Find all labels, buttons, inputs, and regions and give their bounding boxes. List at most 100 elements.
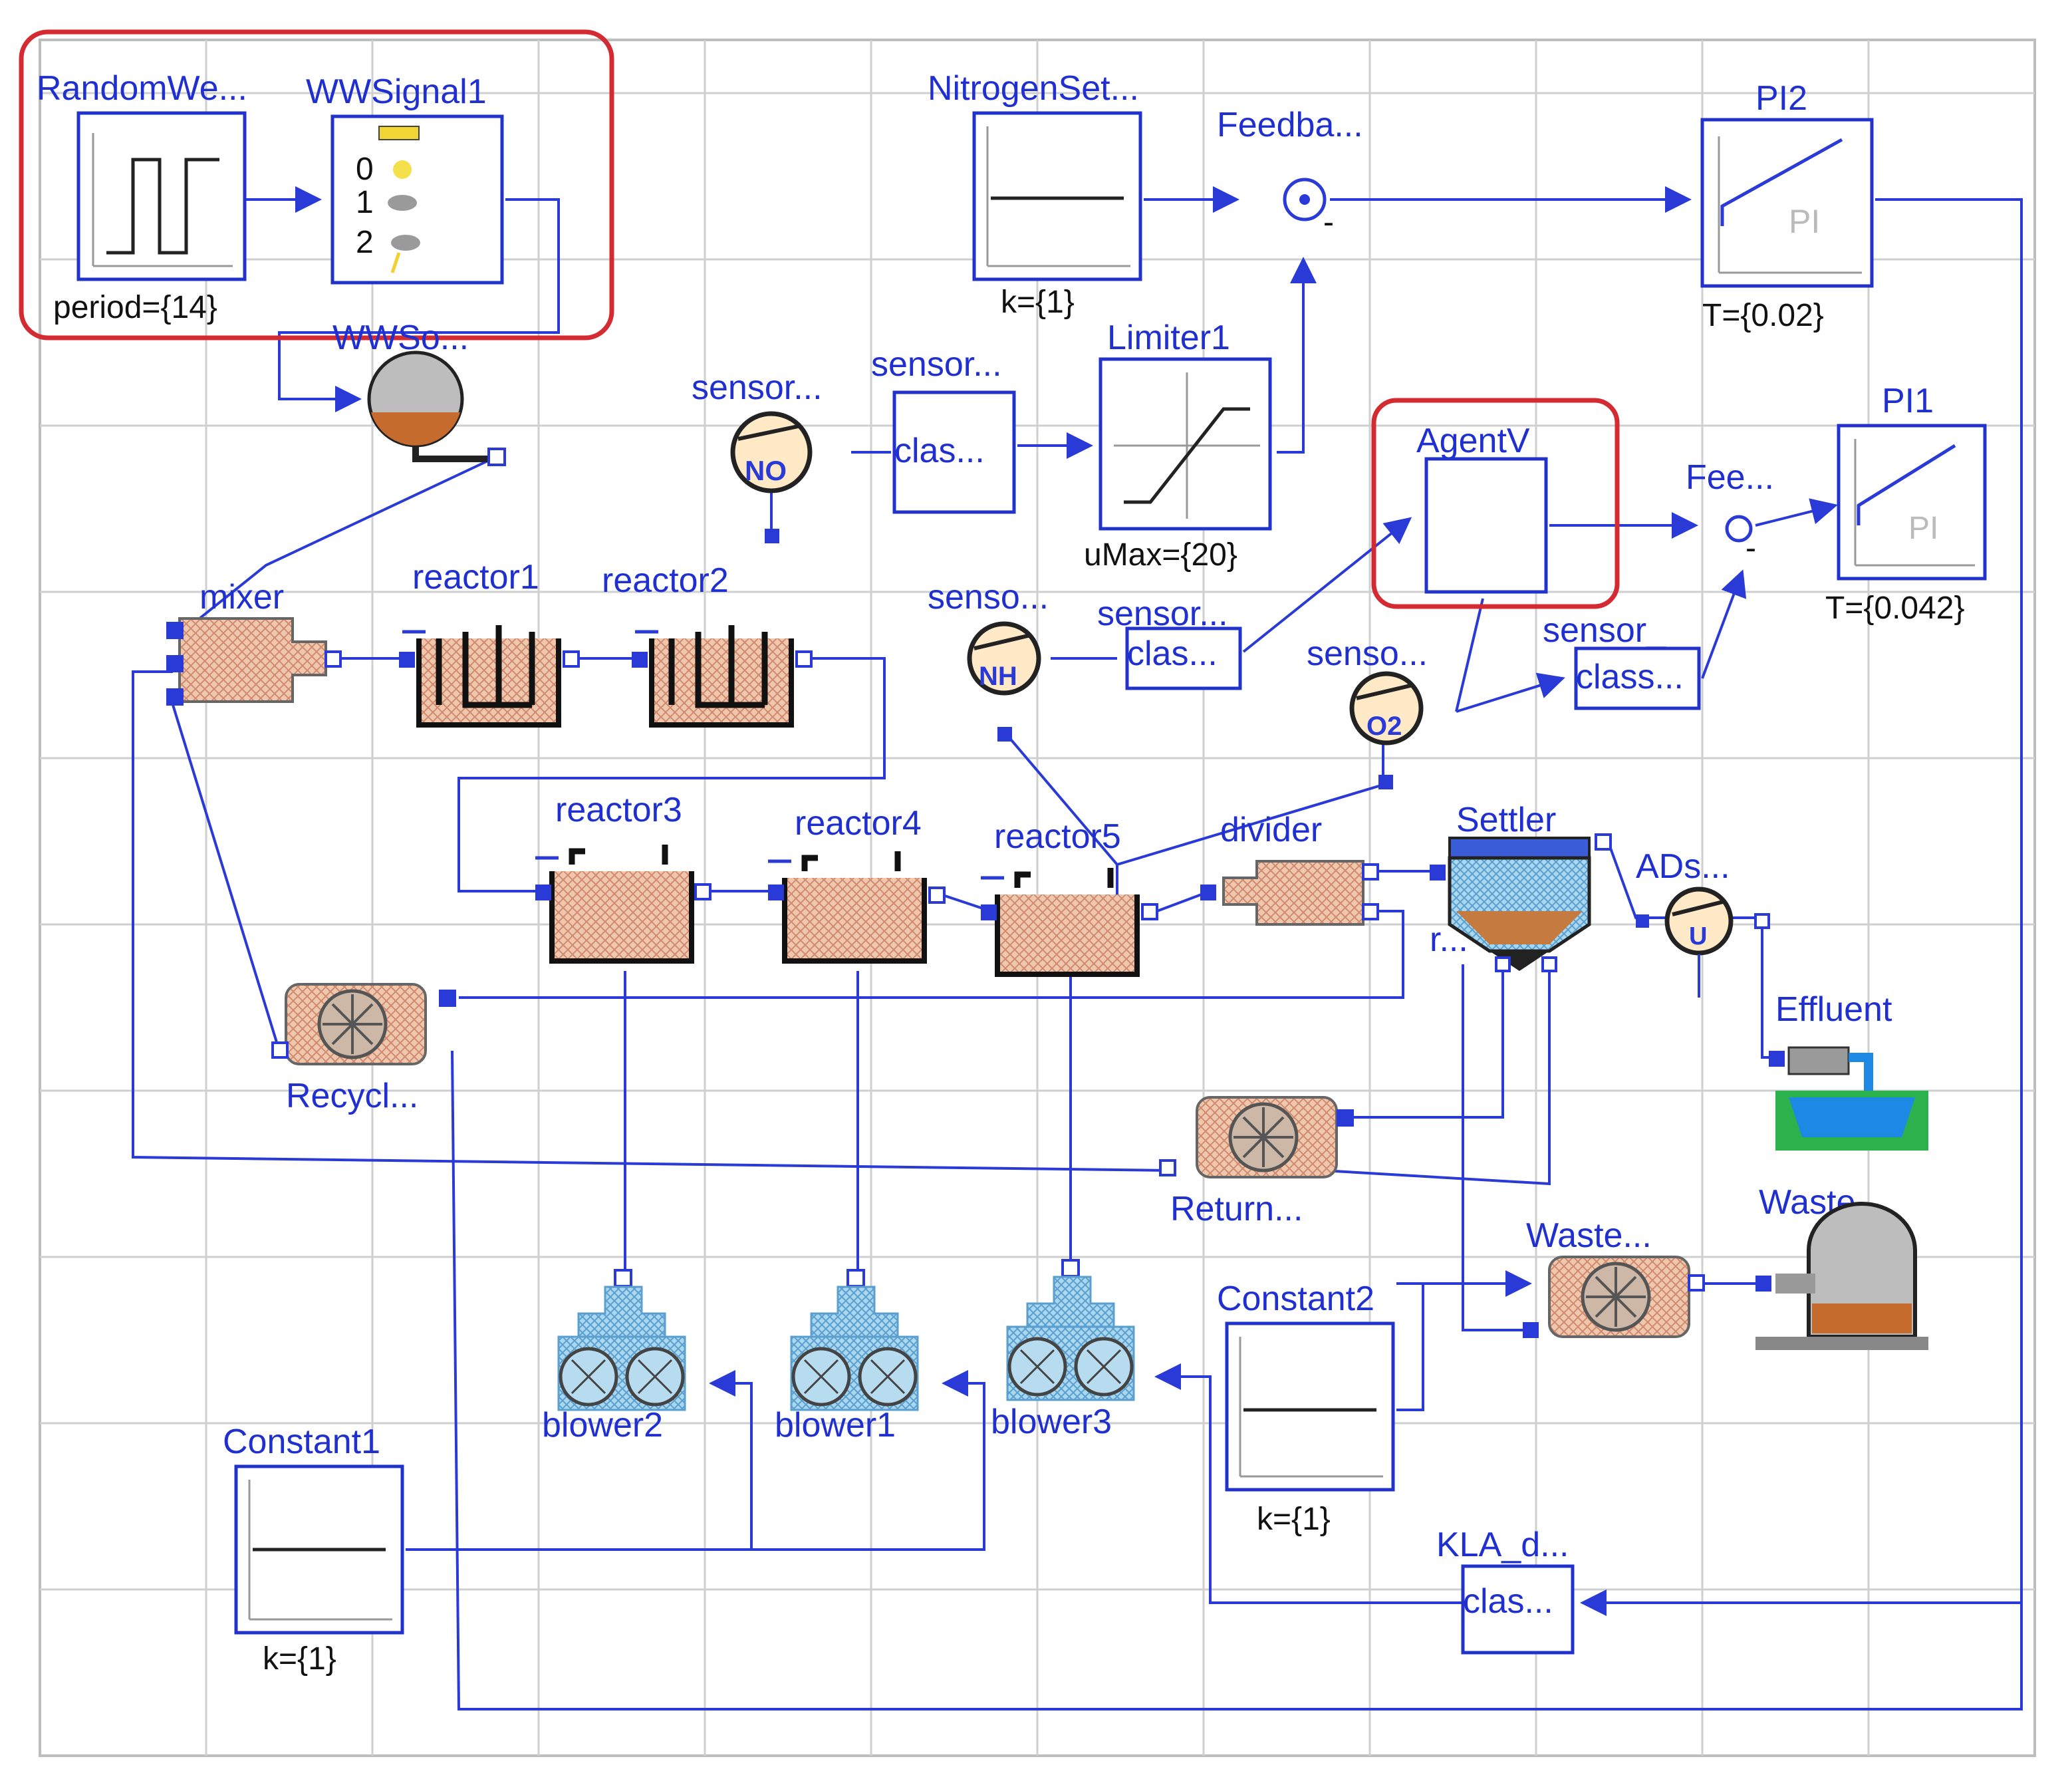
random-weather-label: RandomWe... — [37, 69, 247, 108]
waste-pump-label: Waste... — [1526, 1216, 1652, 1255]
nitrogen-k-param: k={1} — [1001, 285, 1075, 320]
pi2-block[interactable]: PI2 PI T={0.02} — [1700, 79, 1874, 333]
recycle-label: Recycl... — [286, 1077, 418, 1115]
pi1-label: PI1 — [1882, 382, 1934, 420]
storm-cloud-icon — [391, 235, 420, 251]
feedback1-block[interactable]: Fee... - — [1686, 458, 1774, 566]
blower3[interactable]: blower3 — [991, 1259, 1135, 1441]
sensor-class2-block[interactable]: sensor... clas... — [1097, 595, 1242, 690]
signal-1: 1 — [356, 185, 374, 220]
blower2-label: blower2 — [542, 1406, 663, 1444]
sensor-class3-label: sensor_ — [1543, 611, 1666, 650]
feedback2-minus: - — [1323, 205, 1334, 240]
kla-block[interactable]: KLA_d... clas... — [1436, 1526, 1575, 1655]
ww-signal-label: WWSignal1 — [306, 72, 487, 111]
signal-0: 0 — [356, 152, 374, 187]
divider-label: divider — [1220, 811, 1322, 849]
sensor-nh-label: senso... — [928, 578, 1049, 616]
constant2-block[interactable]: Constant2 k={1} — [1217, 1280, 1395, 1537]
waste-sink[interactable]: Waste... — [1755, 1183, 1928, 1350]
ww-signal-block[interactable]: WWSignal1 0 1 2 — [306, 72, 504, 285]
constant2-k-param: k={1} — [1257, 1502, 1331, 1537]
pi2-icon-text: PI — [1789, 203, 1820, 240]
limiter-block[interactable]: Limiter1 uMax={20} — [1084, 319, 1272, 573]
effluent-sink[interactable]: Effluent — [1769, 990, 1928, 1151]
ww-source[interactable]: WWSo... — [332, 319, 506, 466]
constant1-label: Constant1 — [223, 1423, 380, 1461]
blower1[interactable]: blower1 — [775, 1269, 919, 1444]
mixer[interactable]: mixer — [166, 578, 342, 706]
nitrogen-setpoint-block[interactable]: NitrogenSet... k={1} — [928, 69, 1142, 320]
pi1-t-param: T={0.042} — [1825, 591, 1965, 626]
sensor-o2[interactable]: senso... O2 — [1307, 634, 1428, 789]
return-label: Return... — [1170, 1190, 1303, 1228]
agent-label: AgentV — [1416, 422, 1530, 460]
feedback2-block[interactable]: Feedba... - — [1217, 106, 1363, 240]
sensor-class1-block[interactable]: sensor... clas... — [871, 345, 1016, 514]
reactor4[interactable]: reactor4 — [768, 804, 946, 964]
sensor-class1-text: clas... — [894, 432, 985, 470]
pi2-t-param: T={0.02} — [1702, 298, 1824, 333]
blower3-label: blower3 — [991, 1403, 1112, 1441]
reactor5-label: reactor5 — [994, 817, 1121, 856]
reactor4-label: reactor4 — [795, 804, 922, 843]
sensor-class2-label: sensor... — [1097, 595, 1228, 633]
constant2-label: Constant2 — [1217, 1280, 1374, 1318]
feedback1-label: Fee... — [1686, 458, 1774, 497]
sensor-no[interactable]: sensor... NO — [692, 368, 823, 543]
reactor1[interactable]: reactor1 — [399, 558, 580, 728]
divider[interactable]: divider — [1200, 811, 1379, 926]
pi1-icon-text: PI — [1908, 511, 1938, 546]
period-param: period={14} — [53, 290, 217, 325]
kla-label: KLA_d... — [1436, 1526, 1569, 1564]
ads-tag: U — [1689, 922, 1707, 950]
feedback2-label: Feedba... — [1217, 106, 1363, 144]
sensor-o2-label: senso... — [1307, 634, 1428, 673]
limiter-label: Limiter1 — [1107, 319, 1230, 357]
highlight-agent — [1371, 398, 1620, 609]
sensor-nh[interactable]: senso... NH — [928, 578, 1049, 742]
sensor-class3-text: class... — [1576, 658, 1684, 696]
return-pump[interactable]: Return... — [1159, 1096, 1354, 1228]
sensor-class3-block[interactable]: sensor_ class... — [1543, 611, 1701, 710]
reactor5[interactable]: reactor5 — [981, 817, 1158, 977]
umax-param: uMax={20} — [1084, 537, 1237, 573]
ads-sensor[interactable]: ADs... U — [1636, 847, 1770, 998]
sensor-no-tag: NO — [745, 455, 787, 486]
kla-text: clas... — [1463, 1582, 1553, 1621]
signal-2: 2 — [356, 225, 374, 260]
sensor-o2-tag: O2 — [1366, 712, 1402, 741]
recycle-pump[interactable]: Recycl... — [271, 983, 456, 1115]
blower1-label: blower1 — [775, 1406, 896, 1444]
rain-cloud-icon — [388, 195, 417, 211]
settler[interactable]: Settler r... — [1430, 801, 1612, 972]
settler-label: Settler — [1456, 801, 1556, 839]
ads-label: ADs... — [1636, 847, 1730, 886]
pi1-block[interactable]: PI1 PI T={0.042} — [1825, 382, 1987, 626]
reactor3-label: reactor3 — [555, 791, 682, 829]
agent-block[interactable]: AgentV — [1416, 422, 1548, 594]
feedback1-minus: - — [1746, 531, 1756, 566]
sensor-class2-text: clas... — [1127, 634, 1218, 673]
reactor2-label: reactor2 — [602, 561, 729, 600]
sensor-nh-tag: NH — [979, 662, 1017, 691]
mixer-label: mixer — [199, 578, 284, 616]
sensor-no-label: sensor... — [692, 368, 823, 407]
reactor1-label: reactor1 — [412, 558, 539, 597]
reactor3[interactable]: reactor3 — [535, 791, 712, 964]
random-weather-block[interactable]: RandomWe... period={14} — [37, 69, 247, 325]
waste-pump[interactable]: Waste... — [1523, 1216, 1705, 1338]
blower2[interactable]: blower2 — [542, 1269, 686, 1444]
constant1-block[interactable]: Constant1 k={1} — [223, 1423, 404, 1677]
sun-icon — [393, 160, 412, 179]
constant1-k-param: k={1} — [263, 1641, 336, 1677]
highlight-input-signal — [19, 29, 614, 341]
pi2-label: PI2 — [1755, 79, 1807, 118]
settler-r-label: r... — [1430, 920, 1468, 959]
nitrogen-setpoint-label: NitrogenSet... — [928, 69, 1139, 108]
effluent-label: Effluent — [1775, 990, 1892, 1029]
reactor2[interactable]: reactor2 — [602, 561, 813, 728]
ww-source-label: WWSo... — [332, 319, 469, 357]
sensor-class1-label: sensor... — [871, 345, 1002, 384]
